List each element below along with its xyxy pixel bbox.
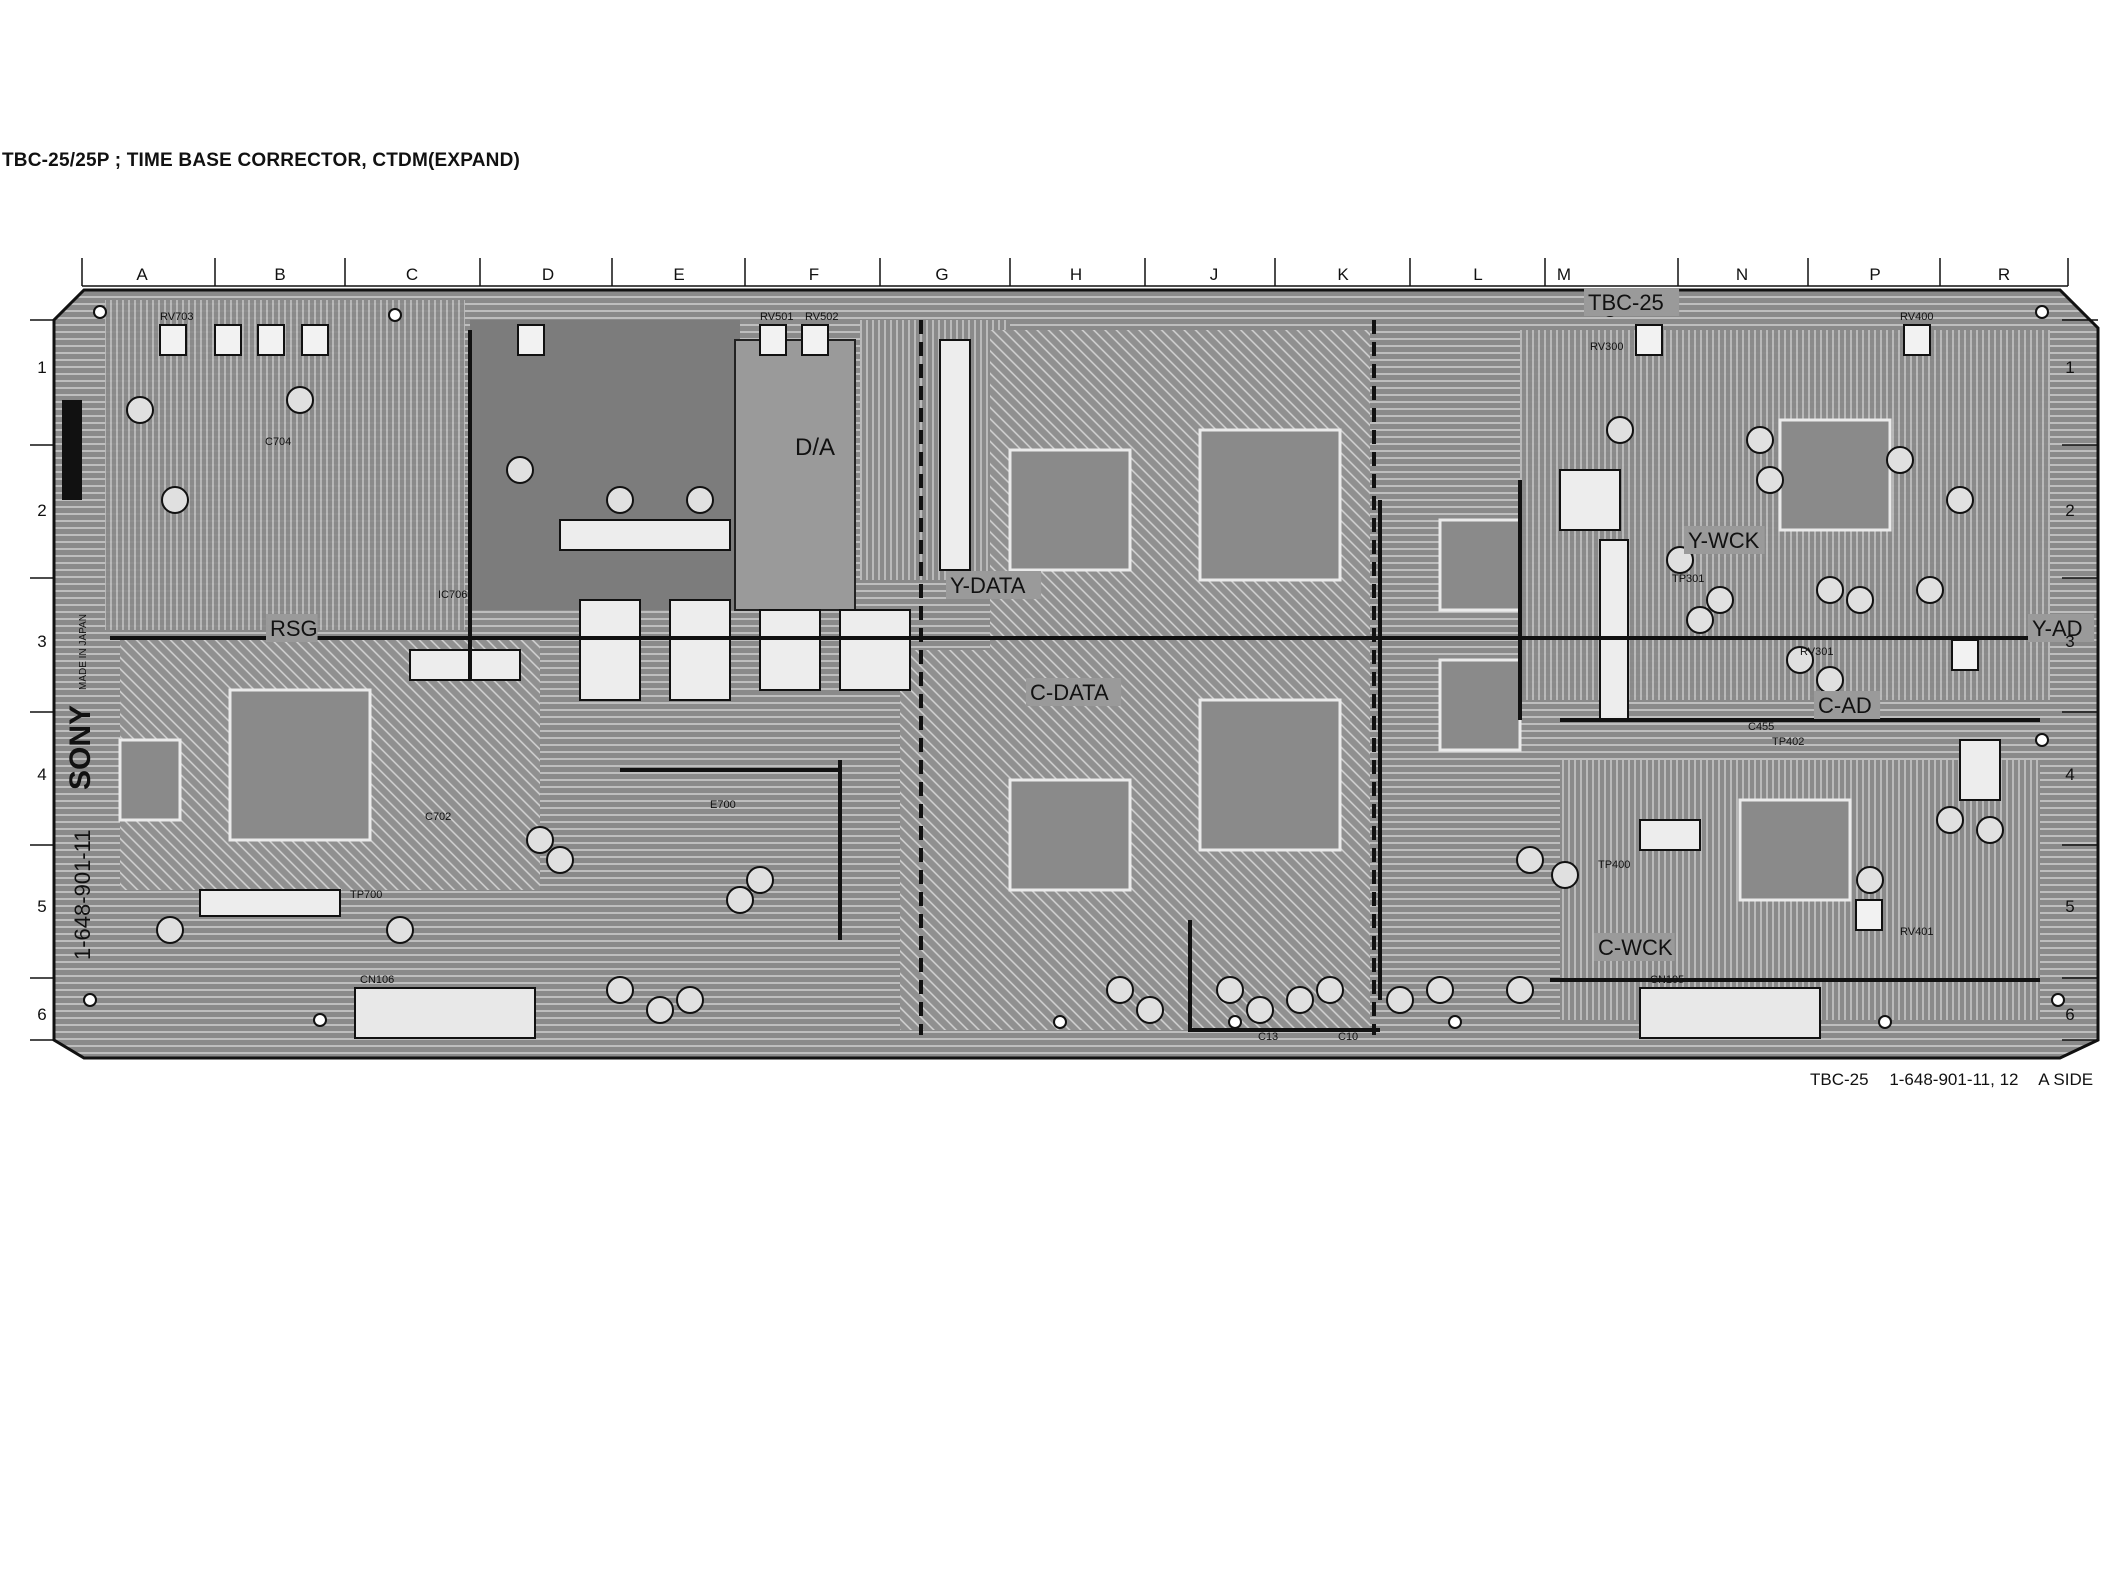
row-label-6-left: 6 [37, 1005, 46, 1024]
refdes-rv400: RV400 [1900, 311, 1933, 323]
qfp-chips [118, 418, 1892, 902]
column-label-F: F [809, 265, 819, 284]
bus-lines [110, 330, 2040, 1032]
section-label-c-data: C-DATA [1030, 680, 1109, 705]
refdes-tp400: TP400 [1598, 859, 1630, 871]
section-label-tbc-25: TBC-25 [1588, 290, 1664, 315]
section-labels: RSG D/A Y-DATA C-DATA Y-WCK Y-AD C-AD C-WCK TBC-… [266, 288, 2095, 961]
refdes-tp700: TP700 [350, 889, 382, 901]
row-labels: 1 1 2 2 3 3 4 4 5 5 6 6 [30, 319, 2098, 1041]
refdes-c704: C704 [265, 436, 291, 448]
refdes-c13: C13 [1258, 1031, 1278, 1043]
column-label-L: L [1473, 265, 1482, 284]
refdes-rv401: RV401 [1900, 926, 1933, 938]
section-label-c-ad: C-AD [1818, 693, 1872, 718]
column-label-J: J [1210, 265, 1219, 284]
refdes-cn106: CN106 [360, 974, 394, 986]
refdes-rv300: RV300 [1590, 341, 1623, 353]
board-edge-markings: SONY 1-648-901-11 MADE IN JAPAN [62, 400, 97, 960]
section-label-da: D/A [795, 434, 835, 461]
row-label-3-left: 3 [37, 632, 46, 651]
column-label-B: B [274, 265, 285, 284]
refdes-rv301: RV301 [1800, 646, 1833, 658]
board-number-mark: 1-648-901-11 [70, 830, 95, 960]
row-label-1-left: 1 [37, 358, 46, 377]
column-label-P: P [1869, 265, 1880, 284]
refdes-ic706: IC706 [438, 589, 467, 601]
section-label-c-wck: C-WCK [1598, 935, 1673, 960]
footer-side: A SIDE [2038, 1070, 2094, 1089]
row-label-2-right: 2 [2065, 501, 2074, 520]
row-label-5-left: 5 [37, 897, 46, 916]
column-label-M: M [1557, 265, 1571, 284]
section-label-y-wck: Y-WCK [1688, 528, 1760, 553]
edge-connectors [354, 987, 1821, 1039]
column-label-R: R [1998, 265, 2010, 284]
section-label-y-data: Y-DATA [950, 573, 1026, 598]
refdes-tp301: TP301 [1672, 573, 1704, 585]
row-label-4-left: 4 [37, 765, 46, 784]
column-label-A: A [136, 265, 148, 284]
row-label-2-left: 2 [37, 501, 46, 520]
refdes-tp402: TP402 [1772, 736, 1804, 748]
column-label-E: E [673, 265, 684, 284]
row-label-5-right: 5 [2065, 897, 2074, 916]
row-label-6-right: 6 [2065, 1005, 2074, 1024]
refdes-rv502: RV502 [805, 311, 838, 323]
column-label-N: N [1736, 265, 1748, 284]
electrolytic-capacitors [126, 386, 2004, 1024]
manufacturer-mark: SONY [64, 705, 97, 790]
row-label-3-right: 3 [2065, 632, 2074, 651]
refdes-e700: E700 [710, 799, 736, 811]
footer-part-numbers: 1-648-901-11, 12 [1889, 1070, 2019, 1089]
refdes-c10: C10 [1338, 1031, 1358, 1043]
refdes-rv703: RV703 [160, 311, 193, 323]
column-label-H: H [1070, 265, 1082, 284]
document-title: TBC-25/25P ; TIME BASE CORRECTOR, CTDM(E… [2, 150, 521, 171]
section-label-rsg: RSG [270, 616, 318, 641]
footer-board: TBC-25 [1810, 1070, 1869, 1089]
row-label-1-right: 1 [2065, 358, 2074, 377]
refdes-cn105: CN105 [1650, 974, 1684, 986]
refdes-rv501: RV501 [760, 311, 793, 323]
column-label-G: G [935, 265, 948, 284]
dip-chips [199, 339, 2001, 917]
column-label-D: D [542, 265, 554, 284]
refdes-c455: C455 [1748, 721, 1774, 733]
made-in-mark: MADE IN JAPAN [78, 614, 89, 690]
footer-caption: TBC-25 1-648-901-11, 12 A SIDE [1810, 1070, 2108, 1090]
shield-separators [919, 320, 1376, 1035]
column-label-K: K [1337, 265, 1349, 284]
trimmer-potentiometers [159, 324, 1979, 931]
row-label-4-right: 4 [2065, 765, 2074, 784]
refdes-c702: C702 [425, 811, 451, 823]
section-label-y-ad: Y-AD [2032, 616, 2083, 641]
column-ruler [81, 258, 2069, 287]
column-label-C: C [406, 265, 418, 284]
copper-regions [105, 300, 2050, 1030]
